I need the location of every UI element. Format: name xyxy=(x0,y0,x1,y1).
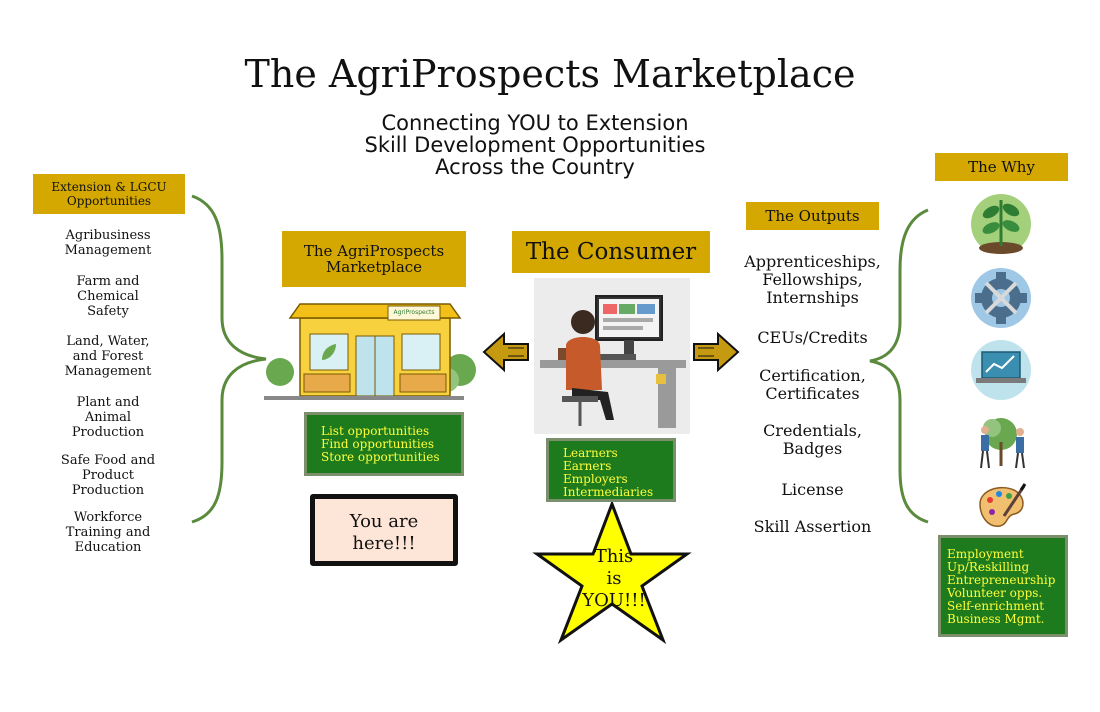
item-line: License xyxy=(781,480,844,499)
subtitle-line: Connecting YOU to Extension xyxy=(381,111,689,135)
why-item: Self-enrichment xyxy=(947,599,1045,613)
item-line: Land, Water, xyxy=(66,334,150,349)
item-line: Credentials, xyxy=(763,421,862,440)
outputs-header: The Outputs xyxy=(746,202,879,230)
item-line: Certificates xyxy=(765,384,860,403)
item-line: Safety xyxy=(87,304,129,319)
arrow-left-icon xyxy=(482,331,529,373)
header-line: The AgriProspects xyxy=(303,242,445,260)
item-line: Internships xyxy=(766,288,859,307)
item-line: Safe Food and xyxy=(60,453,156,468)
marketplace-header: The AgriProspects Marketplace xyxy=(282,231,466,287)
storefront-icon xyxy=(264,303,476,400)
arrow-right-icon xyxy=(693,331,740,373)
you-are-here-callout: You are here!!! xyxy=(310,494,458,566)
list-item: Land, Water, and Forest Management xyxy=(40,334,176,379)
item-line: Management xyxy=(64,364,152,379)
item-line: Certification, xyxy=(759,366,866,385)
why-items-box: Employment Up/Reskilling Entrepreneurshi… xyxy=(938,535,1068,637)
consumer-at-desk-icon xyxy=(534,278,690,434)
why-item: Volunteer opps. xyxy=(947,586,1043,600)
role-item: Learners xyxy=(563,446,618,460)
paint-palette-icon xyxy=(979,483,1027,527)
header-line: Opportunities xyxy=(66,194,152,208)
item-line: Agribusiness xyxy=(65,228,151,243)
item-line: Skill Assertion xyxy=(753,517,872,536)
list-item: Farm and Chemical Safety xyxy=(40,274,176,319)
right-brace xyxy=(869,208,929,524)
list-item: Workforce Training and Education xyxy=(40,510,176,555)
consumer-roles-box: Learners Earners Employers Intermediarie… xyxy=(546,438,676,502)
star-line: This xyxy=(594,546,634,567)
plant-sprout-icon xyxy=(971,194,1031,254)
list-item: Agribusiness Management xyxy=(40,228,176,258)
why-header: The Why xyxy=(935,153,1068,181)
people-planting-tree-icon xyxy=(980,418,1025,469)
item-line: Chemical xyxy=(77,289,139,304)
item-line: Management xyxy=(64,243,152,258)
item-line: and Forest xyxy=(72,349,144,364)
why-item: Employment xyxy=(947,547,1024,561)
item-line: Apprenticeships, xyxy=(744,252,881,271)
subtitle-line: Skill Development Opportunities xyxy=(364,133,706,157)
left-brace xyxy=(191,194,267,524)
item-line: Fellowships, xyxy=(762,270,863,289)
item-line: Animal xyxy=(84,410,132,425)
list-item: Plant and Animal Production xyxy=(40,395,176,440)
list-item: Certification, Certificates xyxy=(735,367,890,403)
extension-opportunities-header: Extension & LGCU Opportunities xyxy=(33,174,185,214)
callout-line: here!!! xyxy=(352,533,416,554)
item-line: CEUs/Credits xyxy=(757,328,868,347)
action-item: Store opportunities xyxy=(321,450,440,464)
why-item: Entrepreneurship xyxy=(947,573,1056,587)
why-item: Business Mgmt. xyxy=(947,612,1045,626)
header-line: Marketplace xyxy=(325,258,423,276)
consumer-header: The Consumer xyxy=(512,231,710,273)
action-item: Find opportunities xyxy=(321,437,434,451)
laptop-growth-chart-icon xyxy=(971,340,1031,400)
item-line: Farm and xyxy=(76,274,140,289)
item-line: Training and xyxy=(65,525,151,540)
list-item: License xyxy=(735,481,890,499)
role-item: Employers xyxy=(563,472,628,486)
star-line: YOU!!! xyxy=(582,590,646,611)
subtitle-line: Across the Country xyxy=(435,155,635,179)
item-line: Production xyxy=(71,483,145,498)
why-item: Up/Reskilling xyxy=(947,560,1030,574)
header-line: Extension & LGCU xyxy=(51,180,167,194)
list-item: Safe Food and Product Production xyxy=(40,453,176,498)
page-subtitle: Connecting YOU to Extension Skill Develo… xyxy=(0,112,1070,178)
list-item: Apprenticeships, Fellowships, Internship… xyxy=(735,253,890,307)
list-item: CEUs/Credits xyxy=(735,329,890,347)
page-title: The AgriProspects Marketplace xyxy=(244,52,856,96)
you-star-icon xyxy=(532,499,692,645)
star-line: is xyxy=(606,568,622,589)
item-line: Plant and xyxy=(76,395,140,410)
marketplace-actions-box: List opportunities Find opportunities St… xyxy=(304,412,464,476)
item-line: Product xyxy=(82,468,134,483)
shop-sign: AgriProspects xyxy=(393,309,435,316)
item-line: Education xyxy=(74,540,142,555)
item-line: Badges xyxy=(782,439,843,458)
role-item: Earners xyxy=(563,459,612,473)
star-text: This is YOU!!! xyxy=(568,546,660,612)
list-item: Skill Assertion xyxy=(735,518,890,536)
item-line: Production xyxy=(71,425,145,440)
list-item: Credentials, Badges xyxy=(735,422,890,458)
item-line: Workforce xyxy=(73,510,143,525)
callout-line: You are xyxy=(349,511,419,532)
action-item: List opportunities xyxy=(321,424,430,438)
role-item: Intermediaries xyxy=(563,485,654,499)
gear-tools-icon xyxy=(971,268,1031,328)
